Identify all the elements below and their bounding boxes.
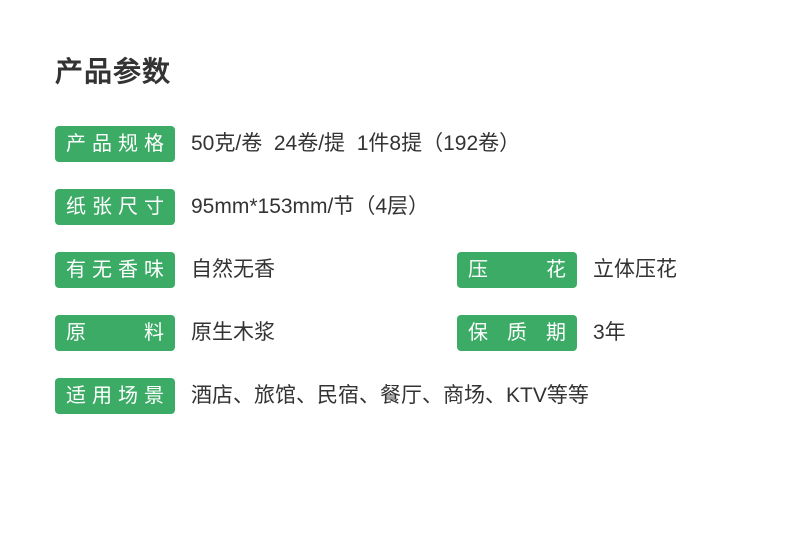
scent-value: 自然无香 [191,258,275,281]
product-spec-label-badge: 产品规格 [55,126,175,162]
product-spec-cell: 产品规格 50克/卷 24卷/提 1件8提（192卷） [55,126,520,162]
shelf-life-value: 3年 [593,321,626,344]
material-label-badge: 原料 [55,315,175,351]
scenario-cell: 适用场景 酒店、旅馆、民宿、餐厅、商场、KTV等等 [55,378,589,414]
page-title: 产品参数 [55,56,172,87]
scent-embossing-row: 有无香味 自然无香 压花 立体压花 [55,252,800,288]
shelf-life-label-badge: 保质期 [457,315,577,351]
embossing-cell: 压花 立体压花 [457,252,677,288]
paper-size-row: 纸张尺寸 95mm*153mm/节（4层） [55,189,800,225]
paper-size-cell: 纸张尺寸 95mm*153mm/节（4层） [55,189,457,225]
shelf-life-cell: 保质期 3年 [457,315,626,351]
embossing-label-badge: 压花 [457,252,577,288]
embossing-value: 立体压花 [593,258,677,281]
material-value: 原生木浆 [191,321,275,344]
paper-size-value: 95mm*153mm/节（4层） [191,195,430,218]
material-shelflife-row: 原料 原生木浆 保质期 3年 [55,315,800,351]
paper-size-label-badge: 纸张尺寸 [55,189,175,225]
scent-cell: 有无香味 自然无香 [55,252,457,288]
product-spec-value: 50克/卷 24卷/提 1件8提（192卷） [191,132,521,155]
scent-label-badge: 有无香味 [55,252,175,288]
scenario-label-badge: 适用场景 [55,378,175,414]
scenario-row: 适用场景 酒店、旅馆、民宿、餐厅、商场、KTV等等 [55,378,800,414]
scenario-value: 酒店、旅馆、民宿、餐厅、商场、KTV等等 [191,384,589,407]
material-cell: 原料 原生木浆 [55,315,457,351]
product-spec-row: 产品规格 50克/卷 24卷/提 1件8提（192卷） [55,126,800,162]
